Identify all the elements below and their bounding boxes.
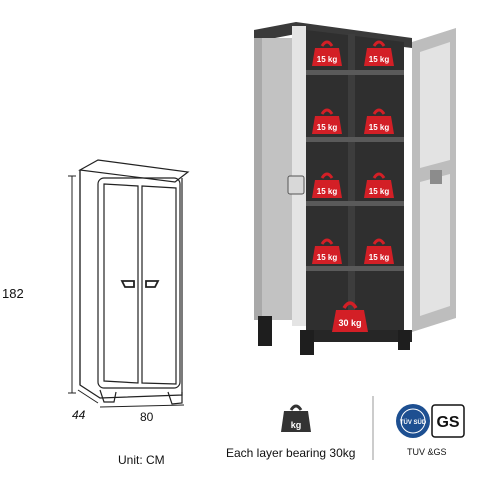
width-label: 80 bbox=[140, 410, 154, 424]
svg-text:15 kg: 15 kg bbox=[317, 187, 338, 196]
gs-badge-icon: GS bbox=[431, 404, 465, 438]
weight-icon: 15 kg bbox=[312, 172, 342, 198]
svg-text:15 kg: 15 kg bbox=[317, 253, 338, 262]
svg-text:GS: GS bbox=[436, 414, 459, 431]
weight-markers: 15 kg 15 kg 15 kg 15 kg 15 kg 15 kg bbox=[312, 40, 394, 332]
weight-icon: 15 kg bbox=[312, 40, 342, 66]
load-bearing-label: Each layer bearing 30kg bbox=[226, 446, 356, 460]
weight-icon: 15 kg bbox=[364, 40, 394, 66]
height-label: 182 bbox=[2, 286, 24, 301]
tuv-badge-icon: TÜV SÜD bbox=[396, 404, 430, 438]
svg-text:15 kg: 15 kg bbox=[369, 187, 390, 196]
weight-icon: 15 kg bbox=[312, 108, 342, 134]
cabinet-line-drawing bbox=[78, 159, 190, 405]
svg-text:kg: kg bbox=[291, 420, 302, 430]
width-dimension-line bbox=[99, 404, 185, 408]
weight-icon: 15 kg bbox=[364, 172, 394, 198]
depth-dimension-line bbox=[77, 389, 99, 404]
svg-text:15 kg: 15 kg bbox=[317, 123, 338, 132]
height-dimension-line bbox=[68, 175, 76, 394]
certification-label: TUV &GS bbox=[407, 447, 447, 457]
weight-icon: 15 kg bbox=[364, 108, 394, 134]
svg-text:15 kg: 15 kg bbox=[317, 55, 338, 64]
depth-label: 44 bbox=[72, 408, 86, 422]
unit-label: Unit: CM bbox=[118, 453, 165, 467]
svg-text:15 kg: 15 kg bbox=[369, 253, 390, 262]
weight-icon-large: 30 kg bbox=[332, 301, 368, 332]
weight-icon: 15 kg bbox=[364, 238, 394, 264]
weight-icon: 15 kg bbox=[312, 238, 342, 264]
svg-text:15 kg: 15 kg bbox=[369, 55, 390, 64]
svg-text:TÜV SÜD: TÜV SÜD bbox=[400, 419, 427, 426]
svg-text:15 kg: 15 kg bbox=[369, 123, 390, 132]
svg-text:30 kg: 30 kg bbox=[338, 318, 361, 328]
weight-icon: kg bbox=[281, 404, 311, 432]
